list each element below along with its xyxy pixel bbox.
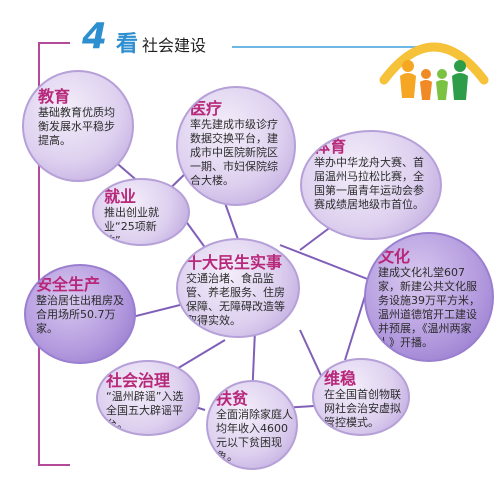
node-sports: 体育 举办中华龙舟大赛、首届温州马拉松比赛，全国第一届青年运动会参赛成绩居地级市…	[300, 130, 442, 240]
node-culture: 文化 建成文化礼堂607家，新建公共文化服务设施39万平方米，温州道德馆开工建设…	[364, 232, 494, 362]
section-title: 社会建设	[142, 36, 207, 55]
node-employment-title: 就业	[104, 187, 137, 206]
node-social-governance-text: “温州辟谣”入选全国五大辟谣平台。	[106, 390, 184, 431]
node-safety-production-title: 安全生产	[36, 275, 101, 294]
node-safety-production: 安全生产 整治居住出租房及合用场所50.7万家。	[24, 264, 136, 364]
section-header: 4 看 社会建设	[72, 16, 492, 57]
node-education-title: 教育	[38, 87, 71, 106]
node-social-governance: 社会治理 “温州辟谣”入选全国五大辟谣平台。	[96, 360, 200, 436]
decorative-frame	[38, 42, 70, 466]
node-livelihood-projects-text: 交通治堵、食品监管、养老服务、住房保障、无障碍改造等取得实效。	[186, 272, 285, 327]
node-stability-text: 在全国首创物联网社会治安虚拟管控模式。	[324, 388, 401, 429]
node-poverty-alleviation: 扶贫 全面消除家庭人均年收入4600元以下贫困现象。	[206, 380, 298, 470]
node-sports-title: 体育	[314, 137, 347, 156]
section-char: 看	[116, 32, 139, 57]
node-social-governance-title: 社会治理	[106, 371, 171, 390]
node-education-text: 基础教育优质均衡发展水平稳步提高。	[38, 106, 115, 147]
node-stability-title: 维稳	[324, 369, 357, 388]
node-safety-production-text: 整治居住出租房及合用场所50.7万家。	[36, 294, 124, 335]
node-livelihood-projects-title: 十大民生实事	[186, 253, 283, 272]
node-healthcare-text: 率先建成市级诊疗数据交换平台，建成市中医院新院区一期、市妇保院综合大楼。	[190, 118, 278, 187]
node-employment-text: 推出创业就业“25项新政”。	[104, 206, 159, 246]
node-employment: 就业 推出创业就业“25项新政”。	[92, 178, 190, 246]
section-number: 4	[82, 16, 108, 57]
node-poverty-alleviation-text: 全面消除家庭人均年收入4600元以下贫困现象。	[216, 408, 293, 463]
node-healthcare: 医疗 率先建成市级诊疗数据交换平台，建成市中医院新院区一期、市妇保院综合大楼。	[176, 86, 296, 206]
header-divider	[232, 46, 442, 48]
node-healthcare-title: 医疗	[190, 99, 223, 118]
node-livelihood-projects: 十大民生实事 交通治堵、食品监管、养老服务、住房保障、无障碍改造等取得实效。	[176, 238, 300, 338]
node-culture-text: 建成文化礼堂607家，新建公共文化服务设施39万平方米，温州道德馆开工建设并预展…	[378, 266, 480, 349]
node-sports-text: 举办中华龙舟大赛、首届温州马拉松比赛，全国第一届青年运动会参赛成绩居地级市首位。	[314, 156, 424, 211]
node-culture-title: 文化	[378, 247, 411, 266]
node-education: 教育 基础教育优质均衡发展水平稳步提高。	[22, 70, 134, 182]
node-poverty-alleviation-title: 扶贫	[216, 389, 249, 408]
family-logo-icon	[379, 42, 489, 100]
node-stability: 维稳 在全国首创物联网社会治安虚拟管控模式。	[312, 358, 410, 436]
